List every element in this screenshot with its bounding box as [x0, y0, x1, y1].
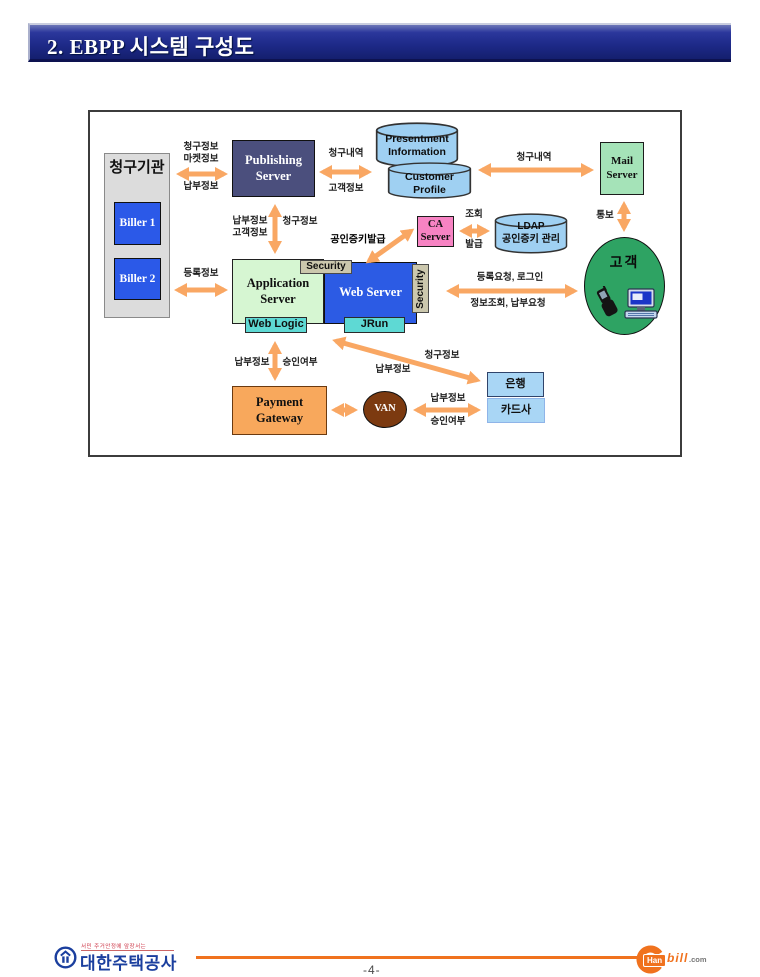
ebpp-architecture-diagram: 청구기관 Biller 1 Biller 2 Publishing Server… [88, 110, 682, 457]
payment-gateway-box: Payment Gateway [232, 386, 327, 435]
flow-label-mail-customer: 통보 [596, 209, 614, 221]
flow-label-db-mail: 청구내역 [516, 151, 552, 163]
flow-label-van-card-top: 납부정보 [430, 392, 466, 404]
desktop-computer-icon [624, 288, 658, 319]
cylinder-shape-icon [494, 213, 568, 254]
customer-ellipse: 고객 [584, 237, 665, 335]
ca-server-box: CA Server [417, 216, 454, 247]
flow-label-weblogic-bank-bottom: 납부정보 [375, 363, 411, 375]
flow-label-org-publishing-top: 청구정보 마켓정보 [183, 141, 219, 165]
customer-profile-cylinder: Customer Profile [387, 162, 472, 200]
cylinder-shape-icon [387, 162, 472, 199]
flow-label-web-customer-top: 등록요청, 로그인 [476, 271, 544, 283]
weblogic-badge: Web Logic [245, 317, 307, 333]
flow-label-publishing-app-right: 청구정보 [282, 215, 318, 227]
hanbill-han-label: Han [643, 954, 667, 967]
hanbill-com-label: .com [689, 955, 707, 964]
page-number: -4- [363, 963, 381, 977]
flow-label-biller2-app: 등록정보 [183, 267, 219, 279]
hanbill-logo: Han bill .com [636, 945, 716, 975]
mobile-phone-icon [596, 286, 618, 317]
flow-label-publishing-db-bottom: 고객정보 [328, 182, 364, 194]
company-name: 대한주택공사 [80, 954, 177, 973]
slide-title-bar: 2. EBPP 시스템 구성도 [28, 23, 731, 62]
flow-label-publishing-db-top: 청구내역 [328, 147, 364, 159]
bank-box: 은행 [487, 372, 544, 397]
flow-label-publishing-app-left: 납부정보 고객정보 [232, 215, 268, 239]
flow-label-weblogic-bank-top: 청구정보 [424, 349, 460, 361]
security-top-badge: Security [300, 260, 352, 274]
customer-profile-label: Customer Profile [404, 171, 454, 197]
security-right-badge: Security [412, 264, 429, 313]
flow-label-ca-ldap-top: 조회 [465, 208, 483, 220]
flow-label-app-pg-right: 승인여부 [282, 356, 318, 368]
hanbill-bill-label: bill [667, 951, 689, 965]
mail-server-box: Mail Server [600, 142, 644, 195]
flow-label-ca-ldap-bottom: 발급 [465, 238, 483, 250]
cylinder-shape-icon [375, 122, 459, 168]
ldap-cylinder: LDAP 공인증키 관리 [494, 213, 568, 255]
knhc-logo-icon [54, 946, 77, 969]
biller-2-box: Biller 2 [114, 258, 161, 300]
ldap-label: LDAP 공인증키 관리 [502, 221, 560, 245]
customer-label: 고객 [609, 254, 640, 270]
flow-label-org-publishing-bottom: 납부정보 [183, 180, 219, 192]
flow-label-web-ca: 공인증키발급 [330, 234, 386, 246]
presentment-db-cylinder: Presentment Information [375, 122, 459, 169]
publishing-server-box: Publishing Server [232, 140, 315, 197]
van-ellipse: VAN [363, 391, 407, 428]
biller-1-box: Biller 1 [114, 202, 161, 245]
slide-footer: 서민 주거안정에 앞장서는 대한주택공사 -4- Han bill .com [0, 468, 760, 977]
security-right-label: Security [414, 268, 426, 309]
card-company-box: 카드사 [487, 398, 545, 423]
jrun-badge: JRun [344, 317, 405, 333]
flow-label-app-pg-left: 납부정보 [234, 356, 270, 368]
footer-divider-line [196, 956, 640, 959]
presentment-db-label: Presentment Information [385, 133, 449, 159]
flow-label-van-card-bottom: 승인여부 [430, 415, 466, 427]
slide-title: 2. EBPP 시스템 구성도 [47, 35, 255, 59]
flow-label-web-customer-bottom: 정보조회, 납부요청 [470, 297, 546, 309]
